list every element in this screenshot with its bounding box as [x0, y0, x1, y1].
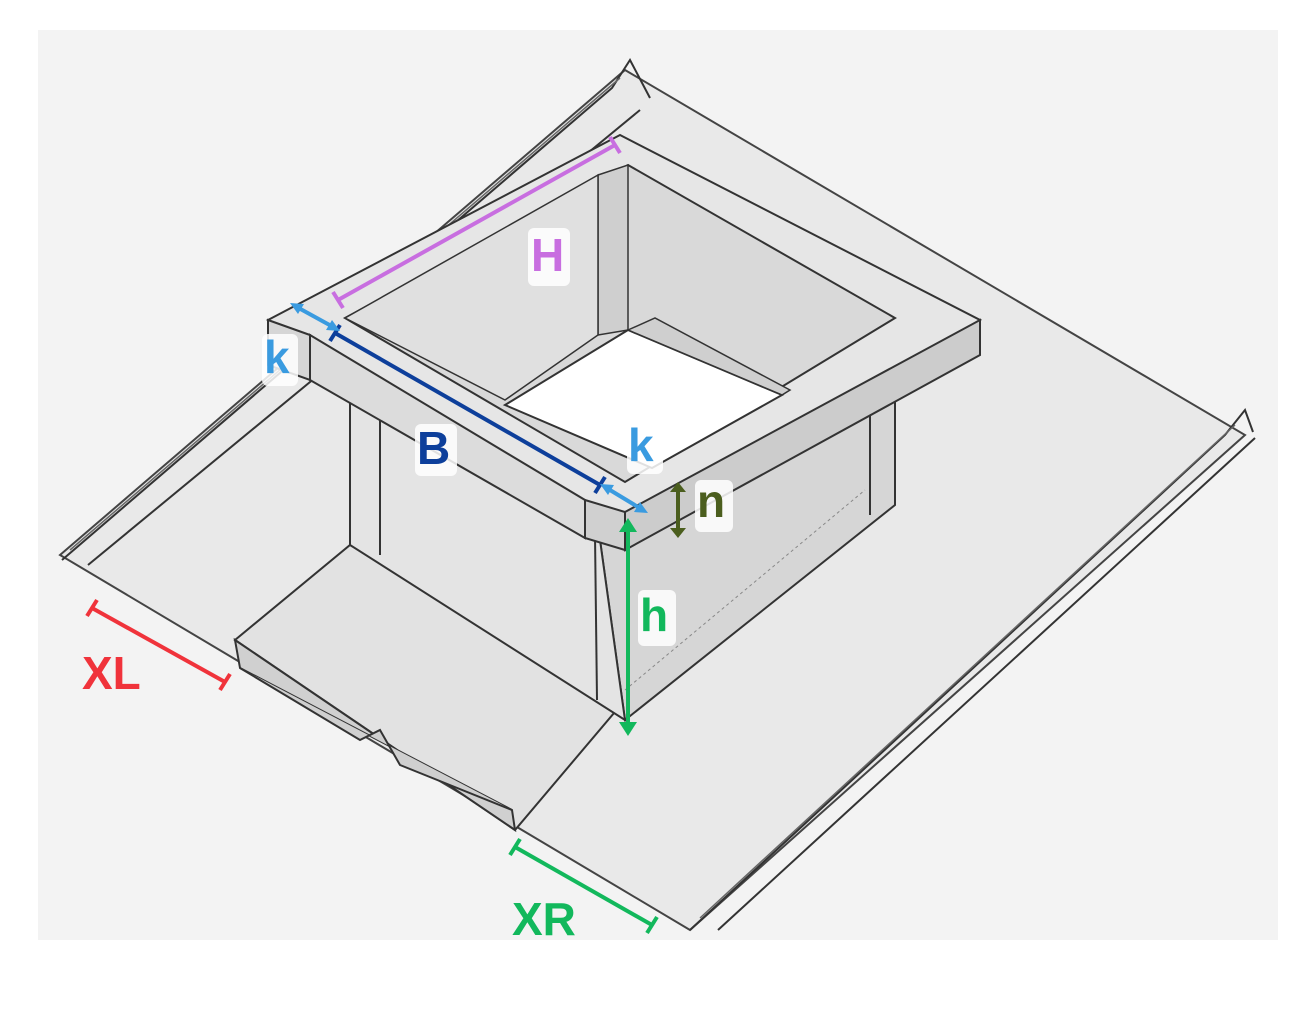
dim-XL [85, 598, 232, 692]
label-k-left: k [264, 331, 290, 383]
label-H: H [531, 229, 565, 281]
label-XL: XL [82, 647, 141, 699]
dim-k-right [600, 484, 648, 513]
label-B: B [417, 422, 451, 474]
dim-h [619, 518, 637, 736]
label-chip-k-left [262, 334, 298, 386]
right-rib [689, 407, 1254, 931]
label-chip-H [528, 228, 570, 286]
label-chip-n [695, 480, 733, 532]
dim-H [331, 135, 622, 310]
label-chip-B [415, 424, 457, 476]
dim-n [670, 482, 686, 538]
label-XR: XR [512, 893, 576, 945]
label-h: h [640, 589, 669, 641]
dim-k-left [290, 303, 340, 331]
label-chip-k-right [627, 422, 663, 474]
dim-XR [508, 837, 659, 935]
label-n: n [697, 475, 726, 527]
dim-B [328, 323, 607, 495]
label-chip-h [638, 590, 676, 646]
label-k-right: k [628, 419, 654, 471]
